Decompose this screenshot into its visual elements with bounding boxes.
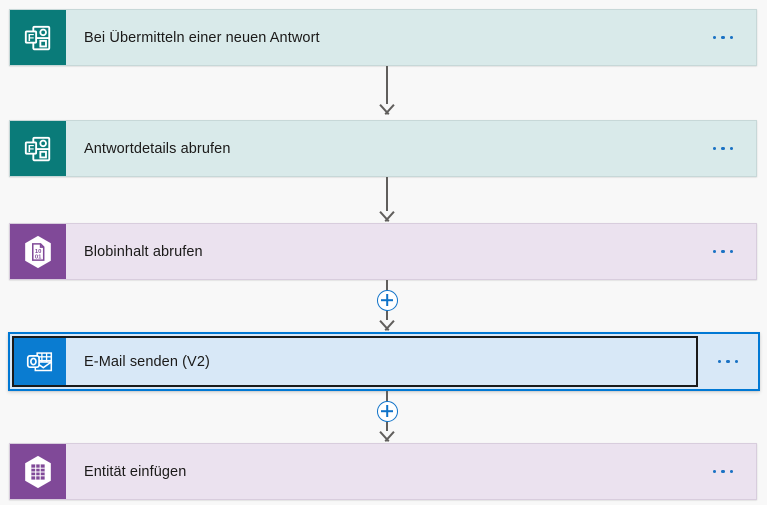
card-main[interactable]: E-Mail senden (V2) bbox=[12, 336, 698, 387]
dot bbox=[712, 469, 717, 474]
outlook-icon bbox=[14, 338, 66, 385]
connector-arrow-icon bbox=[377, 320, 397, 332]
microsoft-forms-icon: F bbox=[10, 121, 66, 176]
add-step-button[interactable] bbox=[376, 400, 398, 422]
connector-arrow-icon bbox=[377, 104, 397, 116]
dot bbox=[729, 469, 734, 474]
dot bbox=[721, 249, 725, 254]
flow-step-card-get-blob-content[interactable]: 10 01 Blobinhalt abrufen bbox=[9, 223, 757, 280]
dot bbox=[734, 359, 739, 364]
card-main[interactable]: 10 01 Blobinhalt abrufen bbox=[10, 224, 690, 279]
dot bbox=[726, 359, 730, 364]
dot bbox=[729, 146, 734, 151]
dot bbox=[729, 249, 734, 254]
connector-line bbox=[386, 310, 388, 320]
azure-blob-storage-icon: 10 01 bbox=[10, 224, 66, 279]
svg-text:F: F bbox=[28, 32, 34, 43]
flow-step-title: Antwortdetails abrufen bbox=[84, 140, 231, 157]
card-main[interactable]: F Antwortdetails abrufen bbox=[10, 121, 690, 176]
flow-step-more-options-icon[interactable] bbox=[690, 444, 756, 499]
card-main[interactable]: F Bei Übermitteln einer neuen Antwort bbox=[10, 10, 690, 65]
dot bbox=[712, 35, 717, 40]
flow-connector-3 bbox=[376, 280, 398, 332]
flow-step-more-options-icon[interactable] bbox=[690, 121, 756, 176]
dot bbox=[717, 359, 722, 364]
flow-step-more-options-icon[interactable] bbox=[690, 10, 756, 65]
microsoft-forms-icon: F bbox=[10, 10, 66, 65]
card-main[interactable]: Entität einfügen bbox=[10, 444, 690, 499]
svg-text:01: 01 bbox=[35, 254, 42, 260]
flow-step-title: Blobinhalt abrufen bbox=[84, 243, 203, 260]
dot bbox=[721, 146, 725, 151]
flow-step-title: Entität einfügen bbox=[84, 463, 187, 480]
dot bbox=[721, 469, 725, 474]
dot bbox=[721, 35, 725, 40]
flow-step-card-get-response-details[interactable]: F Antwortdetails abrufen bbox=[9, 120, 757, 177]
flow-step-card-insert-entity[interactable]: Entität einfügen bbox=[9, 443, 757, 500]
connector-line bbox=[386, 177, 388, 211]
connector-arrow-icon bbox=[377, 431, 397, 443]
flow-step-card-trigger-new-response[interactable]: F Bei Übermitteln einer neuen Antwort bbox=[9, 9, 757, 66]
flow-step-more-options-icon[interactable] bbox=[690, 224, 756, 279]
flow-connector-2 bbox=[377, 177, 397, 223]
flow-step-more-options-icon[interactable] bbox=[698, 334, 758, 389]
connector-line bbox=[386, 421, 388, 431]
svg-text:10: 10 bbox=[35, 248, 42, 254]
flow-step-title: Bei Übermitteln einer neuen Antwort bbox=[84, 29, 320, 46]
add-step-button[interactable] bbox=[376, 289, 398, 311]
flow-step-title: E-Mail senden (V2) bbox=[84, 353, 210, 370]
flow-step-card-send-email-v2[interactable]: E-Mail senden (V2) bbox=[8, 332, 760, 391]
flow-connector-1 bbox=[377, 66, 397, 116]
flow-connector-4 bbox=[376, 391, 398, 443]
svg-text:F: F bbox=[28, 143, 34, 154]
connector-line bbox=[386, 66, 388, 104]
dot bbox=[712, 146, 717, 151]
dot bbox=[729, 35, 734, 40]
connector-arrow-icon bbox=[377, 211, 397, 223]
connector-line bbox=[386, 280, 388, 290]
connector-line bbox=[386, 391, 388, 401]
dot bbox=[712, 249, 717, 254]
azure-table-storage-icon bbox=[10, 444, 66, 499]
